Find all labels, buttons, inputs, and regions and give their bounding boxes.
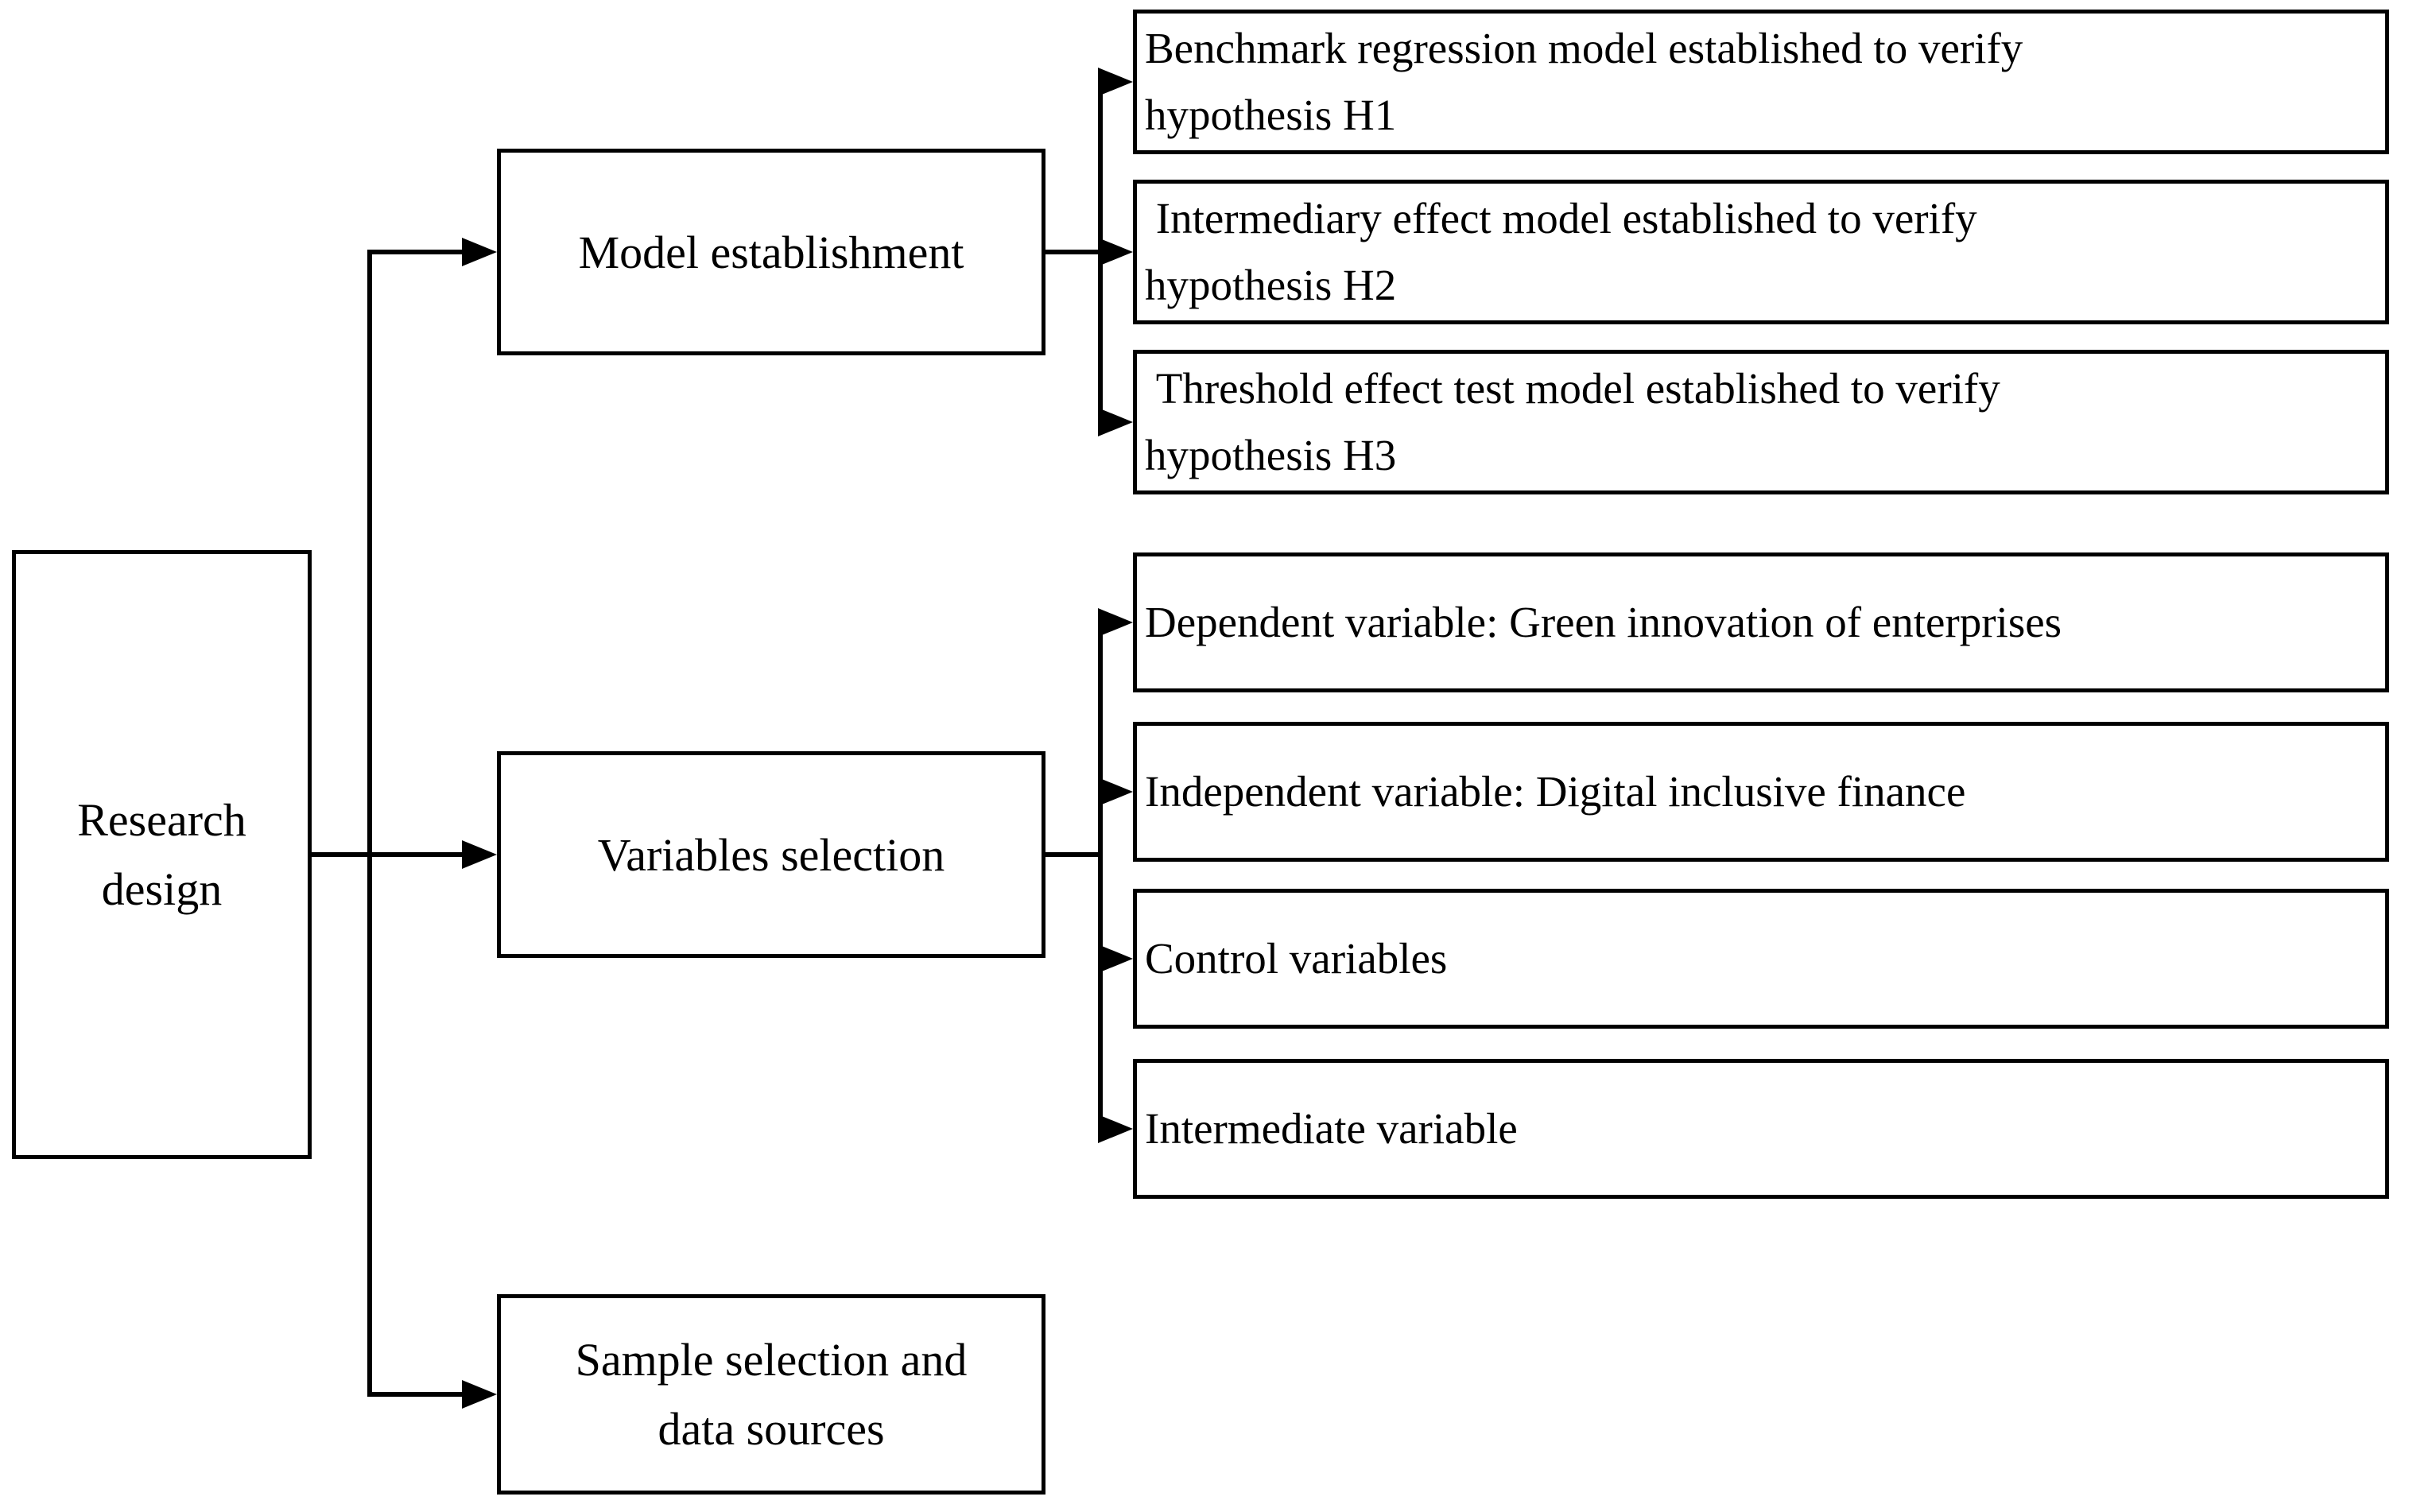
node-independent-variable: Independent variable: Digital inclusive … [1133,722,2389,862]
node-label: Intermediate variable [1145,1104,1518,1153]
connector-trunk-to-sample [367,1392,462,1397]
arrowhead-into-intermediary-h2 [1098,238,1133,266]
arrowhead-into-sample-selection [462,1380,497,1409]
arrowhead-into-intermediate-variable [1098,1115,1133,1143]
node-label: Model establishment [578,226,964,278]
node-dependent-variable: Dependent variable: Green innovation of … [1133,552,2389,692]
arrowhead-into-dependent-variable [1098,608,1133,637]
node-sample-selection: Sample selection and data sources [497,1294,1045,1495]
arrowhead-into-variables-selection [462,840,497,869]
node-benchmark-regression-h1: Benchmark regression model established t… [1133,10,2389,154]
node-label-line: Threshold effect test model established … [1145,364,2000,413]
node-threshold-effect-h3: Threshold effect test model established … [1133,350,2389,494]
node-label-line: Research [77,794,246,846]
node-label: Control variables [1145,934,1448,983]
node-variables-selection: Variables selection [497,751,1045,958]
connector-model-stub [1045,250,1101,254]
arrowhead-into-control-variables [1098,944,1133,973]
node-label-line: Intermediary effect model established to… [1145,194,1977,242]
node-intermediary-effect-h2: Intermediary effect model established to… [1133,180,2389,324]
node-research-design: Research design [12,550,312,1159]
node-label-line: Sample selection and [575,1334,968,1386]
node-control-variables: Control variables [1133,889,2389,1029]
node-label-line: hypothesis H2 [1145,261,1397,309]
arrowhead-into-model-establishment [462,238,497,266]
node-label-line: data sources [658,1403,885,1455]
arrowhead-into-independent-variable [1098,777,1133,806]
connector-trunk-to-model [367,250,462,254]
arrowhead-into-benchmark-h1 [1098,68,1133,96]
arrowhead-into-threshold-h3 [1098,408,1133,436]
connector-variables-stub [1045,852,1101,857]
node-label-line: hypothesis H3 [1145,431,1397,479]
node-label-line: hypothesis H1 [1145,91,1397,139]
connector-main-trunk [367,250,372,1397]
node-model-establishment: Model establishment [497,149,1045,355]
node-label: Variables selection [597,828,945,881]
connector-research-to-variables [312,852,462,857]
node-intermediate-variable: Intermediate variable [1133,1059,2389,1199]
node-label-line: Benchmark regression model established t… [1145,24,2023,72]
connector-variables-subtrunk [1098,620,1103,1131]
node-label: Dependent variable: Green innovation of … [1145,598,2062,646]
node-label-line: design [101,863,223,915]
node-label: Independent variable: Digital inclusive … [1145,767,1966,816]
